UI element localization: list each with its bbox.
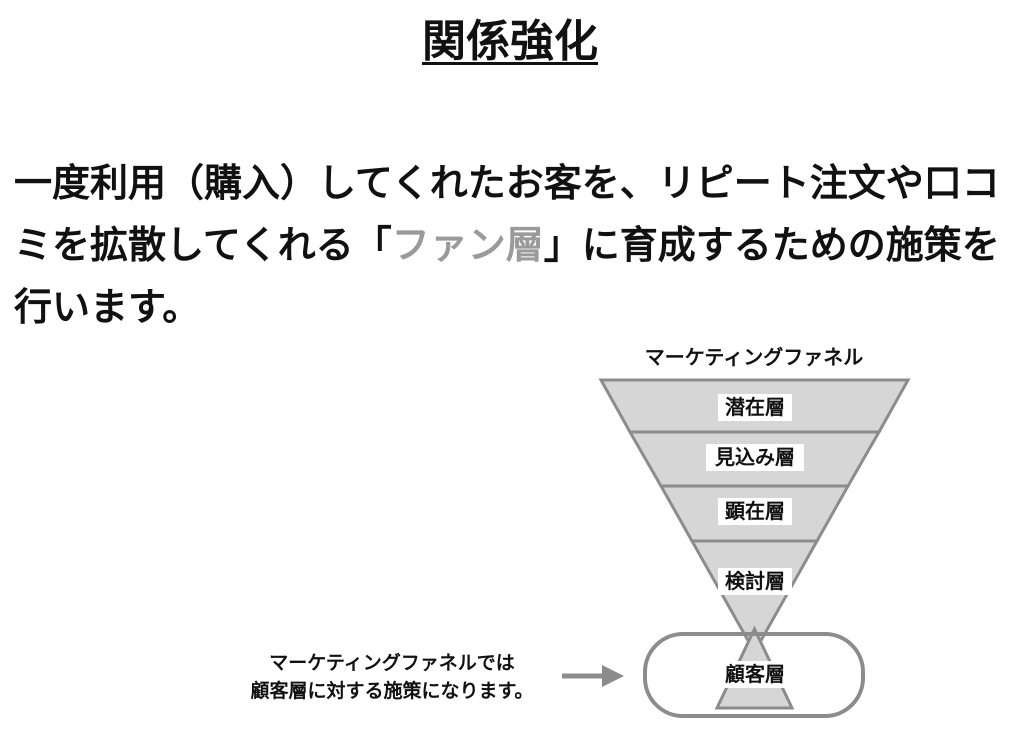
customer-layer-highlight-box <box>643 632 865 718</box>
arrow-right-icon <box>562 665 624 687</box>
layer-label-customer: 顧客層 <box>725 662 785 686</box>
description-line-1: 一度利用（購入）してくれたお客を、リピート注文や口コ <box>14 161 1000 205</box>
layer-label-consideration: 検討層 <box>725 569 785 593</box>
layer-label-bg-prospect <box>706 444 804 471</box>
note-line-1: マーケティングファネルでは <box>269 651 514 674</box>
page-title: 関係強化 <box>0 12 1020 72</box>
layer-label-bg-consideration <box>718 568 792 595</box>
description-paragraph: 一度利用（購入）してくれたお客を、リピート注文や口コ ミを拡散してくれる「ファン… <box>14 152 1014 338</box>
layer-label-bg-aware <box>718 498 792 525</box>
layer-label-latent: 潜在層 <box>725 395 785 419</box>
description-line-3: 行います。 <box>14 285 201 329</box>
fan-layer-highlight: ファン層 <box>391 223 544 267</box>
layer-label-aware: 顕在層 <box>725 499 785 523</box>
layer-label-bg-customer <box>718 661 792 688</box>
description-line-2-before: ミを拡散してくれる「 <box>14 223 392 267</box>
page-title-text: 関係強化 <box>422 16 598 67</box>
layer-label-prospect: 見込み層 <box>715 445 795 469</box>
description-line-2-after: 」に育成するための施策を <box>543 223 1000 267</box>
note-line-2: 顧客層に対する施策になります。 <box>250 679 533 702</box>
layer-label-bg-latent <box>718 394 792 421</box>
funnel-title: マーケティングファネル <box>645 345 863 369</box>
